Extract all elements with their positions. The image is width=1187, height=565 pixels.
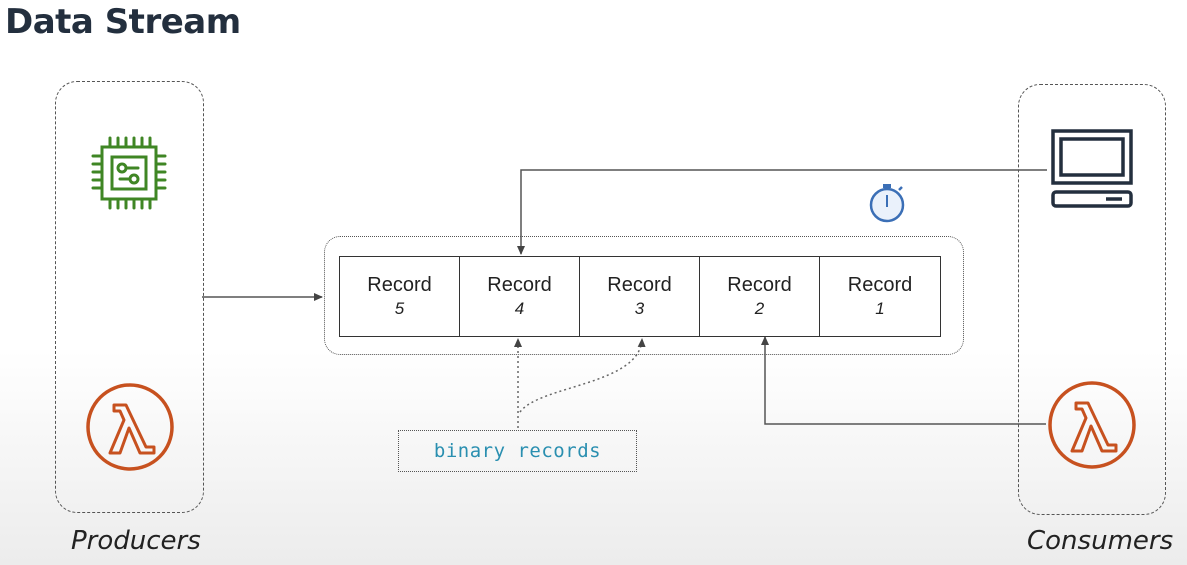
binary-records-callout: binary records (398, 430, 637, 472)
computer-consumer-arrow (517, 169, 1047, 255)
record-label: Record (367, 274, 432, 296)
lambda-consumer-arrow (761, 336, 1046, 425)
record-label: Record (607, 274, 672, 296)
data-stream-container (324, 236, 964, 355)
chip-icon (90, 136, 168, 215)
record-number: 4 (514, 299, 525, 318)
computer-icon (1050, 128, 1136, 217)
record-label: Record (727, 274, 792, 296)
stopwatch-icon (867, 182, 909, 229)
record-number: 3 (634, 299, 645, 318)
record-item: Record 4 (460, 257, 580, 336)
lambda-icon (1046, 379, 1138, 476)
lambda-icon (84, 381, 176, 478)
record-number: 1 (875, 299, 885, 318)
record-item: Record 3 (580, 257, 700, 336)
record-list: Record 5 Record 4 Record 3 Record 2 Reco… (339, 256, 941, 337)
producers-label: Producers (71, 526, 201, 556)
record-item: Record 5 (340, 257, 460, 336)
consumers-label: Consumers (1027, 526, 1174, 556)
page-title: Data Stream (5, 2, 241, 42)
record-label: Record (487, 274, 552, 296)
record-number: 2 (754, 299, 765, 318)
record-label: Record (847, 274, 913, 296)
record-item: Record 2 (700, 257, 820, 336)
record-item: Record 1 (820, 257, 940, 336)
record-number: 5 (394, 299, 405, 318)
consumers-group (1018, 84, 1166, 515)
